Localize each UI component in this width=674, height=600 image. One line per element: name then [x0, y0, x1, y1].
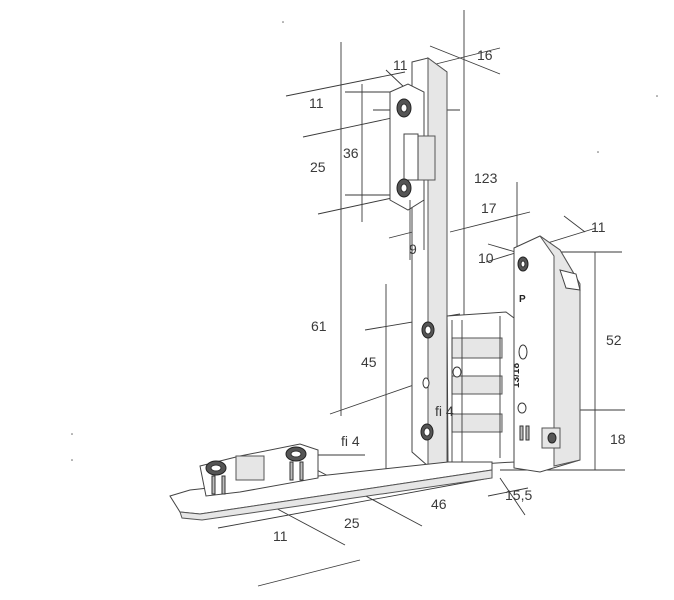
- hinge-knuckle-block: [446, 311, 515, 467]
- dim-bottom-11: 11: [273, 528, 288, 544]
- dim-17: 17: [481, 200, 497, 216]
- dim-36: 36: [343, 145, 359, 161]
- dim-61: 61: [311, 318, 327, 334]
- dim-top-11: 11: [393, 57, 408, 73]
- dim-25-upper: 25: [310, 159, 326, 175]
- dimension-labels: 11 16 11 36 25 123 17 9 11 10 52 61 45 f…: [273, 47, 626, 544]
- dim-right-11: 11: [591, 219, 606, 235]
- dim-15-5: 15,5: [505, 487, 532, 503]
- upper-bracket: [389, 83, 436, 260]
- hinge-housing: P 13/18: [511, 235, 581, 473]
- dim-fi4-horizontal: fi 4: [341, 433, 360, 449]
- stamp-code: 13/18: [511, 363, 522, 388]
- dim-45: 45: [361, 354, 377, 370]
- stamp-letter: P: [519, 294, 526, 305]
- dim-25-lower: 25: [344, 515, 360, 531]
- bottom-carriage: [199, 443, 319, 497]
- dim-18: 18: [610, 431, 626, 447]
- dim-top-16: 16: [477, 47, 493, 63]
- dim-9: 9: [409, 241, 417, 257]
- dim-52: 52: [606, 332, 622, 348]
- dim-46: 46: [431, 496, 447, 512]
- scan-specks: [71, 21, 658, 461]
- dim-10: 10: [478, 250, 494, 266]
- dim-123: 123: [474, 170, 498, 186]
- dim-left-11: 11: [309, 95, 324, 111]
- dim-fi4-vertical: fi 4: [435, 403, 454, 419]
